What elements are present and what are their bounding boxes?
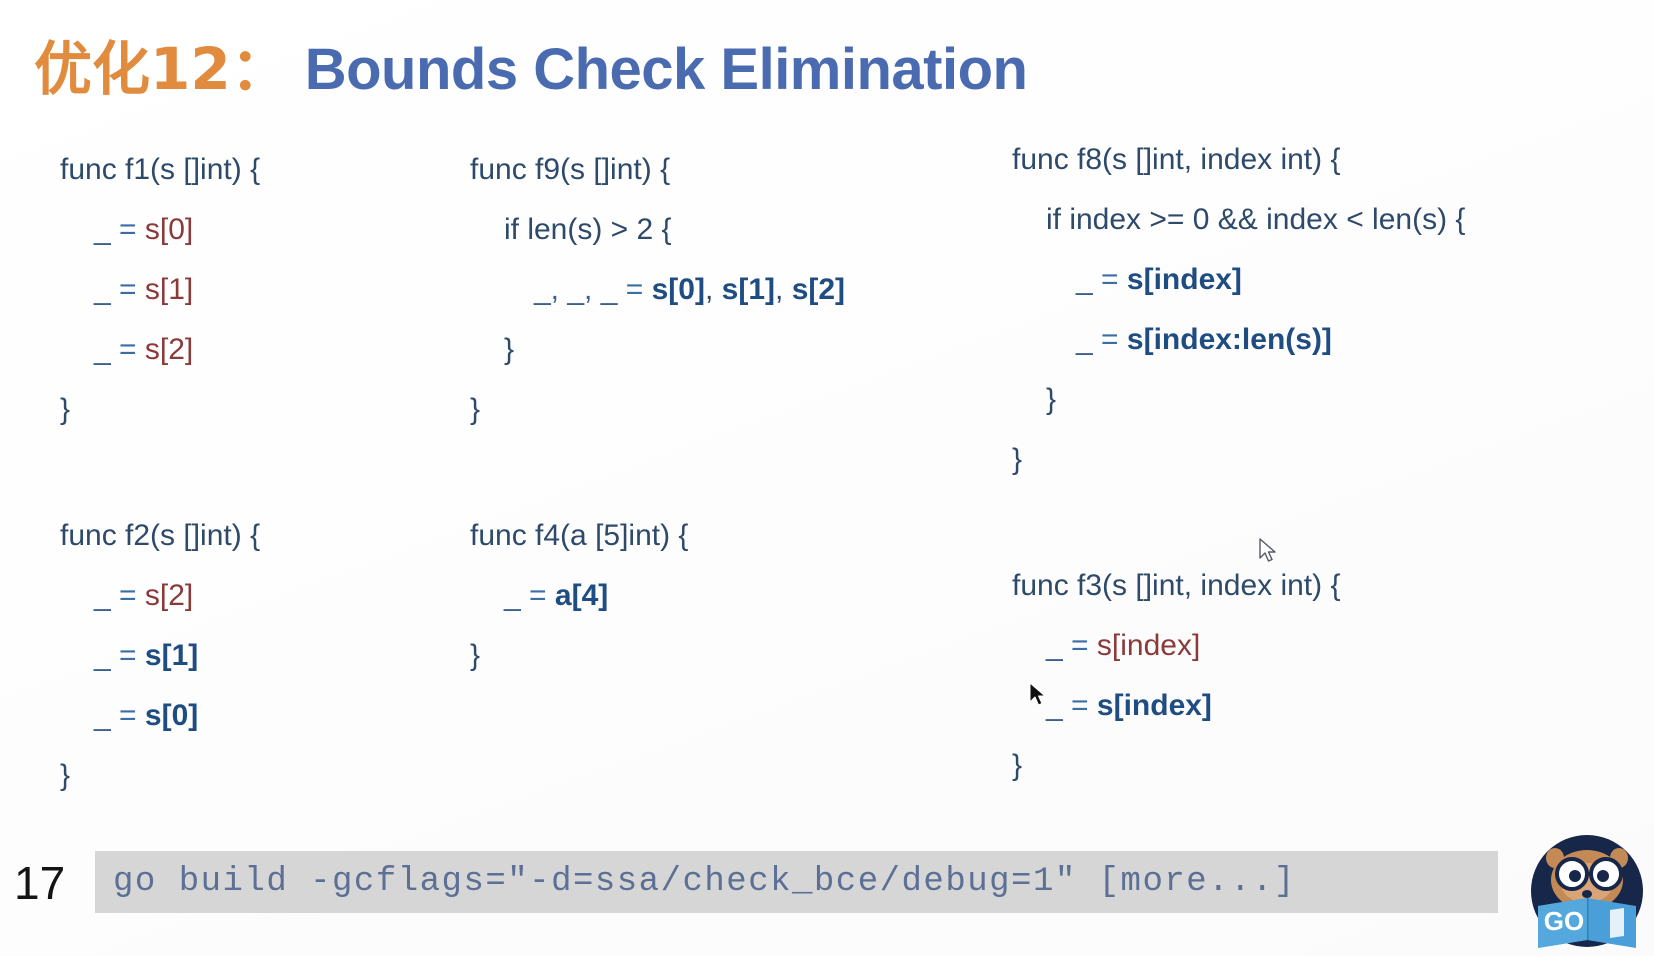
- f9-inner-close-brace: }: [504, 333, 515, 366]
- blank-identifier: _: [94, 273, 111, 306]
- list-separator: ,: [775, 273, 792, 306]
- index-expr-eliminated: s[1]: [144, 639, 199, 672]
- f2-close-brace: }: [60, 759, 71, 792]
- index-expr-eliminated: s[0]: [144, 699, 199, 732]
- assign-operator: =: [625, 273, 644, 306]
- assign-operator: =: [1071, 629, 1089, 662]
- f8-line-1: _ = s[index:len(s)]: [1012, 310, 1465, 370]
- f8-inner-close-brace: }: [1046, 383, 1057, 416]
- slice-expr-eliminated: s[index:len(s)]: [1126, 323, 1332, 356]
- f2-line-0: _ = s[2]: [60, 566, 260, 626]
- code-block-f9: func f9(s []int) { if len(s) > 2 { _, _,…: [470, 140, 845, 440]
- assign-operator: =: [529, 579, 547, 612]
- blank-identifier: _: [1046, 689, 1063, 722]
- f3-line-0: _ = s[index]: [1012, 616, 1341, 676]
- f2-header: func f2(s []int) {: [60, 519, 261, 552]
- index-expr-checked: s[2]: [144, 333, 194, 366]
- index-expr-eliminated: s[0]: [651, 273, 705, 306]
- index-expr-eliminated: s[1]: [721, 273, 776, 306]
- go-gopher-logo: GO: [1524, 828, 1650, 954]
- code-block-f3: func f3(s []int, index int) { _ = s[inde…: [1012, 556, 1341, 796]
- blank-identifier: _: [1076, 263, 1093, 296]
- assign-operator: =: [1101, 323, 1119, 356]
- f9-multi-assign-line: _, _, _ = s[0], s[1], s[2]: [470, 260, 845, 320]
- gopher-icon: GO: [1531, 835, 1643, 948]
- index-expr-eliminated: s[index]: [1126, 263, 1242, 296]
- index-expr-checked: s[1]: [144, 273, 194, 306]
- page-number: 17: [14, 857, 66, 909]
- index-expr-eliminated: s[index]: [1096, 689, 1212, 722]
- f3-header: func f3(s []int, index int) {: [1012, 569, 1341, 602]
- assign-operator: =: [1071, 689, 1089, 722]
- assign-operator: =: [119, 579, 137, 612]
- index-expr-checked: s[2]: [144, 579, 194, 612]
- code-block-f2: func f2(s []int) { _ = s[2] _ = s[1] _ =…: [60, 506, 260, 806]
- f2-line-1: _ = s[1]: [60, 626, 260, 686]
- blank-identifier: _: [94, 699, 111, 732]
- assign-operator: =: [119, 333, 137, 366]
- f3-line-1: _ = s[index]: [1012, 676, 1341, 736]
- assign-operator: =: [1101, 263, 1119, 296]
- blank-identifier-list: _, _, _: [534, 273, 618, 306]
- gopher-book-label: GO: [1544, 906, 1584, 936]
- blank-identifier: _: [94, 639, 111, 672]
- f1-line-2: _ = s[2]: [60, 320, 260, 380]
- index-expr-checked: s[0]: [144, 213, 194, 246]
- f4-close-brace: }: [470, 639, 481, 672]
- f2-line-2: _ = s[0]: [60, 686, 260, 746]
- assign-operator: =: [119, 639, 137, 672]
- page-title-en: Bounds Check Elimination: [304, 37, 1028, 102]
- assign-operator: =: [119, 213, 137, 246]
- build-command-bar: go build -gcflags="-d=ssa/check_bce/debu…: [95, 851, 1498, 913]
- blank-identifier: _: [504, 579, 521, 612]
- f8-close-brace: }: [1012, 443, 1023, 476]
- f4-header: func f4(a [5]int) {: [470, 519, 689, 552]
- f9-if-line: if len(s) > 2 {: [504, 213, 672, 246]
- f9-close-brace: }: [470, 393, 481, 426]
- blank-identifier: _: [94, 333, 111, 366]
- f1-line-1: _ = s[1]: [60, 260, 260, 320]
- code-block-f1: func f1(s []int) { _ = s[0] _ = s[1] _ =…: [60, 140, 260, 440]
- f1-line-0: _ = s[0]: [60, 200, 260, 260]
- f9-header: func f9(s []int) {: [470, 153, 671, 186]
- f1-close-brace: }: [60, 393, 71, 426]
- index-expr-eliminated: s[2]: [791, 273, 846, 306]
- slide-title: 优化12： Bounds Check Elimination: [34, 22, 1028, 106]
- assign-operator: =: [119, 699, 137, 732]
- blank-identifier: _: [94, 213, 111, 246]
- code-block-f8: func f8(s []int, index int) { if index >…: [1012, 130, 1465, 490]
- page-title-zh: 优化12：: [34, 35, 289, 103]
- f8-line-0: _ = s[index]: [1012, 250, 1465, 310]
- blank-identifier: _: [94, 579, 111, 612]
- index-expr-checked: s[index]: [1096, 629, 1201, 662]
- blank-identifier: _: [1076, 323, 1093, 356]
- blank-identifier: _: [1046, 629, 1063, 662]
- list-separator: ,: [704, 273, 722, 306]
- assign-operator: =: [119, 273, 137, 306]
- build-command-text: go build -gcflags="-d=ssa/check_bce/debu…: [113, 863, 1296, 901]
- f1-header: func f1(s []int) {: [60, 153, 261, 186]
- f3-close-brace: }: [1012, 749, 1023, 782]
- f8-header: func f8(s []int, index int) {: [1012, 143, 1341, 176]
- index-expr-eliminated: a[4]: [554, 579, 609, 612]
- f8-if-line: if index >= 0 && index < len(s) {: [1046, 203, 1466, 236]
- f4-line-0: _ = a[4]: [470, 566, 688, 626]
- code-block-f4: func f4(a [5]int) { _ = a[4] }: [470, 506, 688, 686]
